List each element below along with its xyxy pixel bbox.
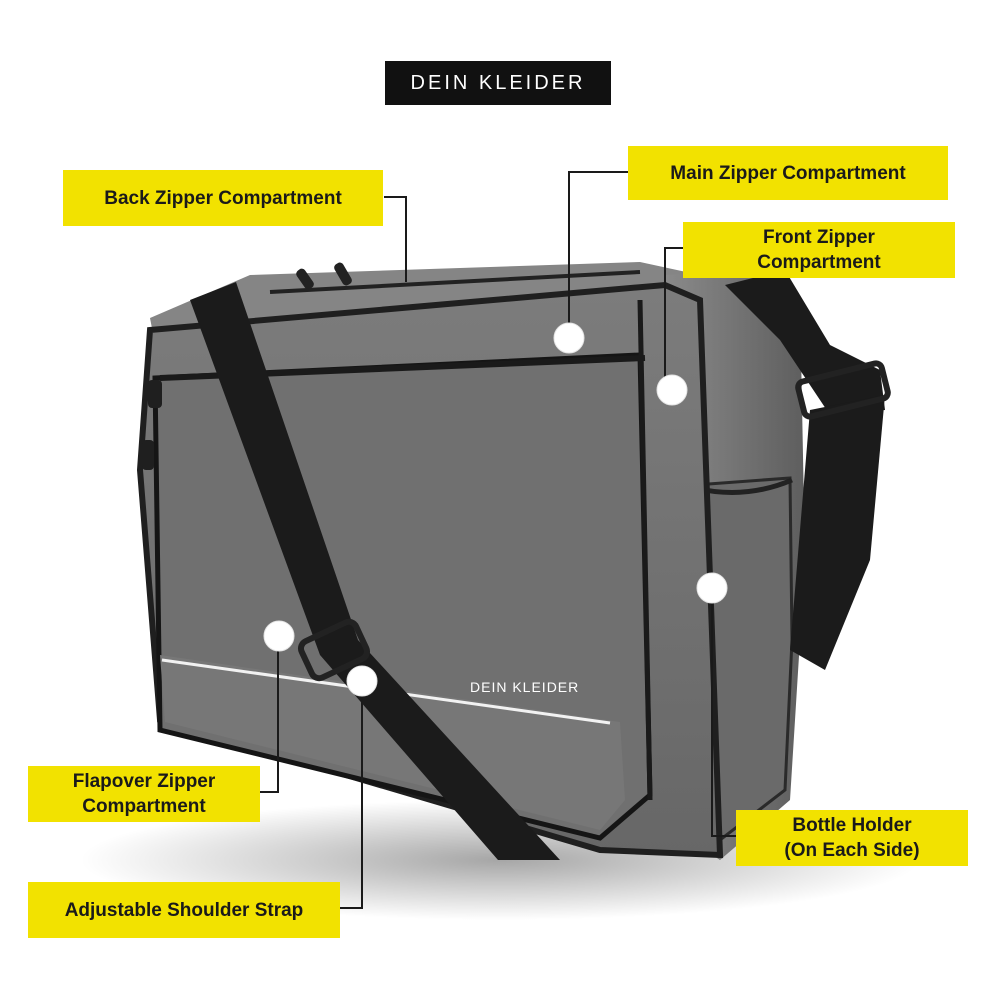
side-zipper-pull-icon xyxy=(142,440,154,470)
leader-lines xyxy=(260,171,736,909)
back-zipper xyxy=(269,270,641,294)
leader-flapover xyxy=(260,636,279,793)
marker-shoulder-strap xyxy=(346,665,378,697)
strap-adjuster-icon xyxy=(297,618,371,682)
callout-shoulder-strap-text: Adjustable Shoulder Strap xyxy=(64,899,304,921)
leader-main-zipper xyxy=(568,171,628,338)
marker-front-zipper xyxy=(656,374,688,406)
zipper-pull-icon xyxy=(334,262,352,286)
callout-flapover: Flapover Zipper Compartment xyxy=(28,766,260,822)
shoulder-strap-rear xyxy=(725,270,885,415)
marker-flapover xyxy=(263,620,295,652)
callout-front-zipper-line1: Front Zipper xyxy=(763,227,875,248)
callout-back-zipper-text: Back Zipper Compartment xyxy=(104,187,342,209)
shoulder-strap xyxy=(190,282,560,860)
panel-logo: DEIN KLEIDER xyxy=(470,679,579,695)
callout-bottle-holder: Bottle Holder (On Each Side) xyxy=(736,810,968,866)
leader-shoulder-strap xyxy=(340,684,363,909)
shoulder-strap-descending xyxy=(790,395,885,670)
callout-shoulder-strap: Adjustable Shoulder Strap xyxy=(28,882,340,938)
marker-bottle xyxy=(696,572,728,604)
side-zipper-pull-icon xyxy=(148,380,162,408)
callout-main-zipper: Main Zipper Compartment xyxy=(628,146,948,200)
leader-front-zipper xyxy=(664,247,683,386)
callout-flapover-line1: Flapover Zipper xyxy=(72,771,216,792)
marker-main-zipper xyxy=(553,322,585,354)
callout-bottle-line1: Bottle Holder xyxy=(792,815,912,836)
callout-back-zipper: Back Zipper Compartment xyxy=(63,170,383,226)
leader-back-zipper xyxy=(384,196,407,282)
zipper-pull-icon xyxy=(296,268,314,290)
flap-lower-panel xyxy=(160,655,625,830)
callout-flapover-line2: Compartment xyxy=(82,796,206,817)
marker-dots xyxy=(263,322,728,697)
callout-front-zipper-line2: Compartment xyxy=(757,252,881,273)
brand-logo: DEIN KLEIDER xyxy=(385,61,611,105)
callout-main-zipper-text: Main Zipper Compartment xyxy=(670,162,906,184)
strap-buckle-icon xyxy=(795,360,891,420)
front-zipper-side xyxy=(637,299,653,801)
callout-bottle-line2: (On Each Side) xyxy=(784,840,920,861)
leader-bottle xyxy=(711,590,736,837)
callout-front-zipper: Front Zipper Compartment xyxy=(683,222,955,278)
